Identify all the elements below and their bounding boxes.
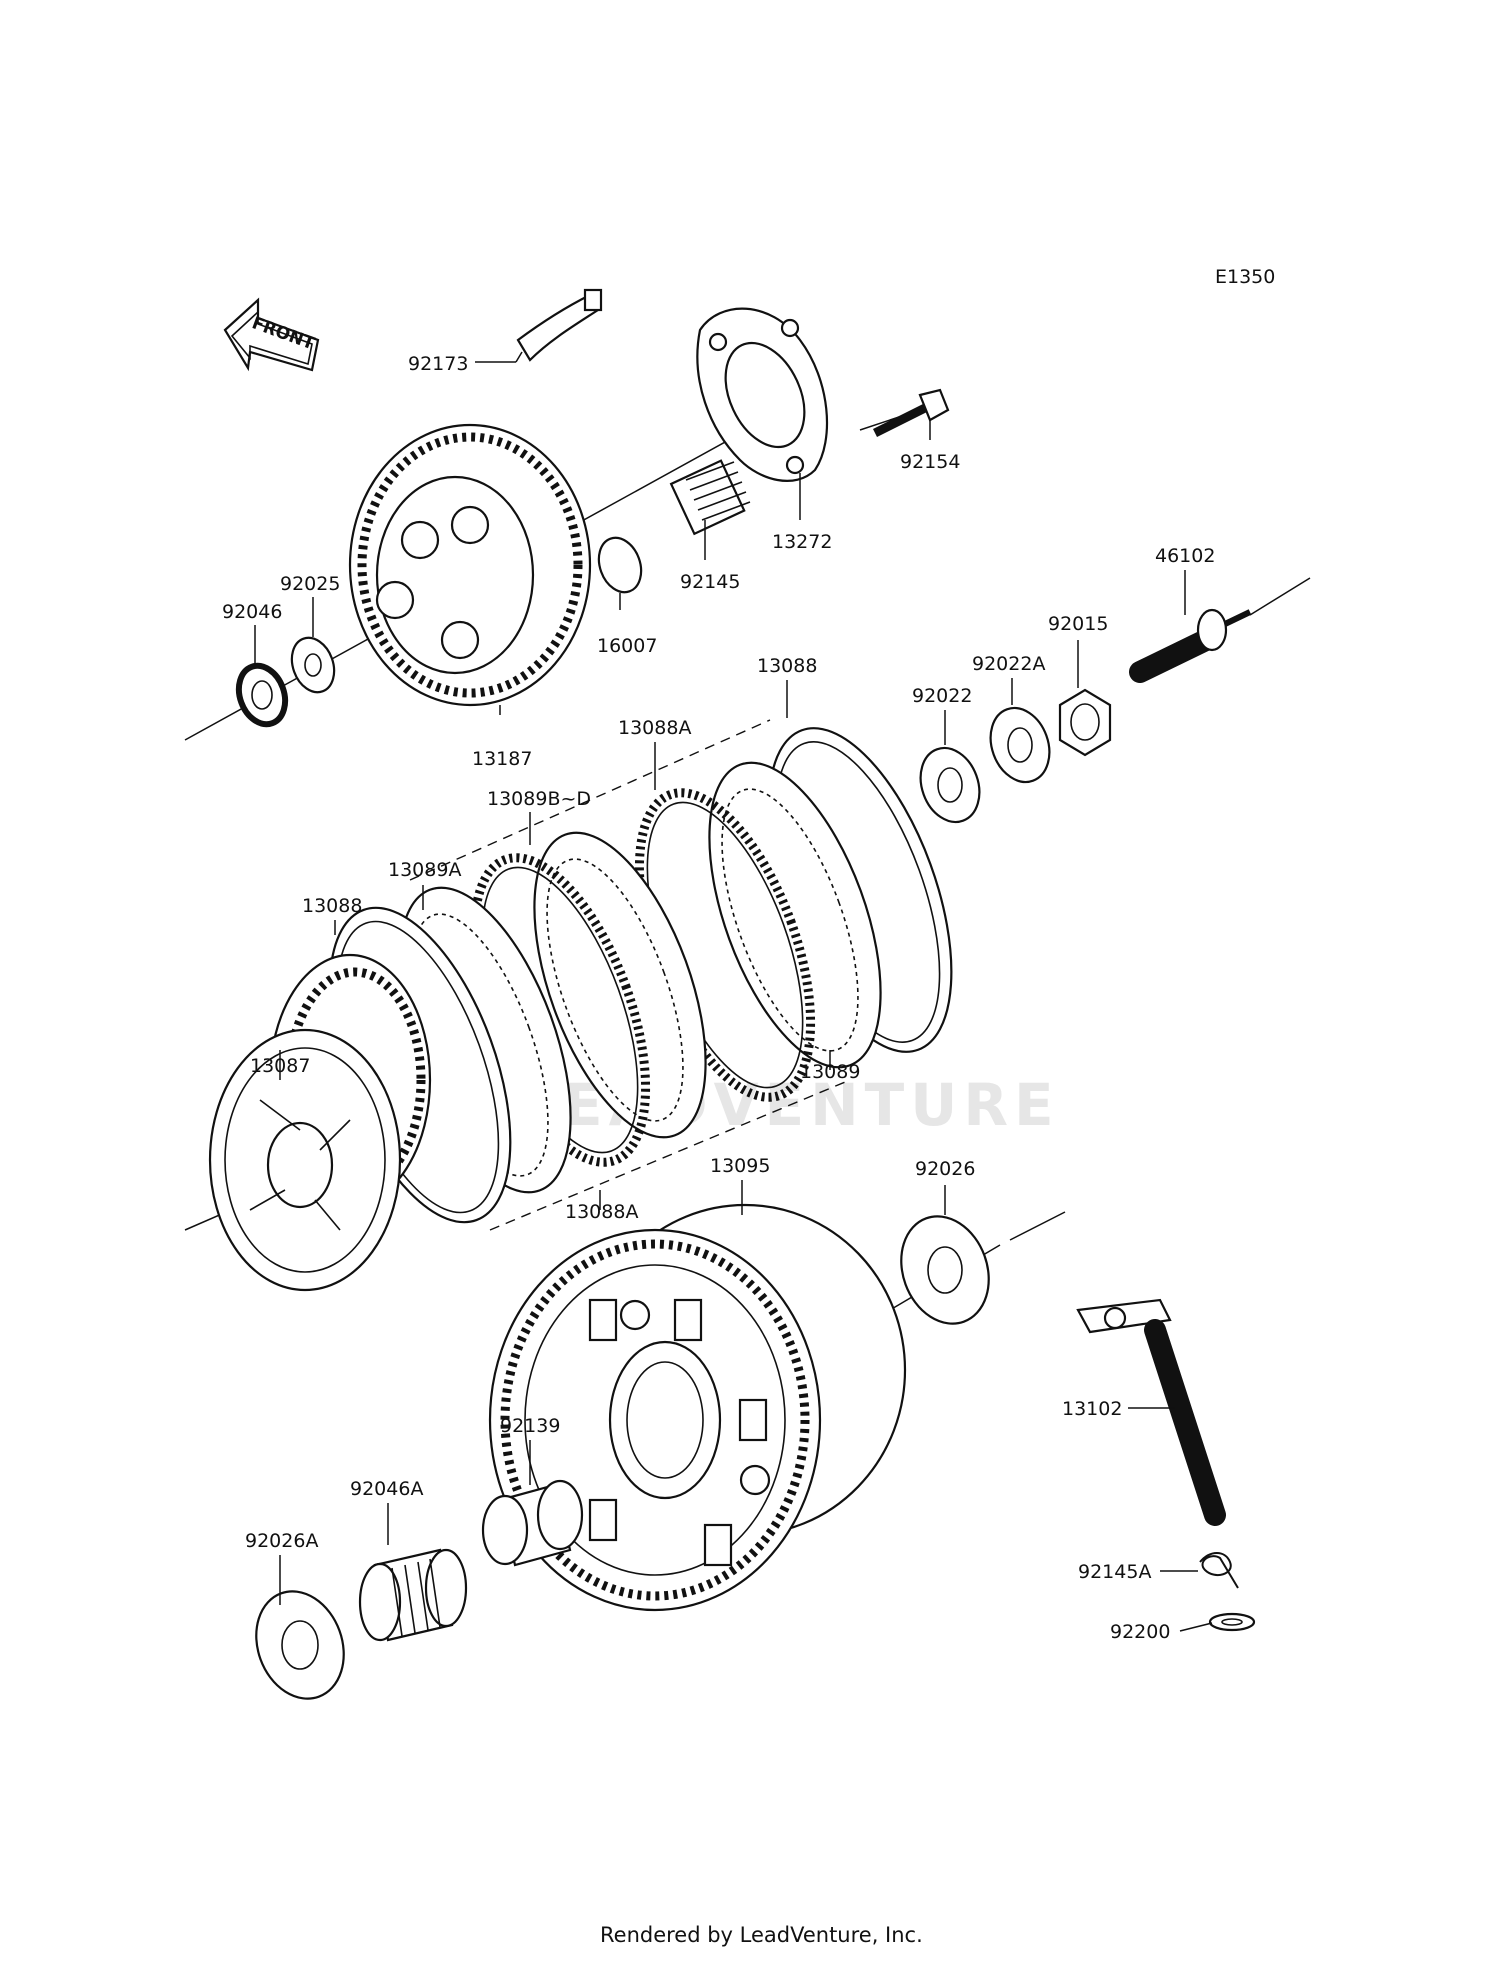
- part-92026: [900, 1215, 990, 1325]
- front-arrow-icon: FRONT: [223, 297, 320, 372]
- label-13187: 13187: [472, 748, 532, 770]
- label-92139: 92139: [500, 1415, 560, 1437]
- label-13089B-D: 13089B~D: [487, 788, 591, 810]
- part-92145A: [1199, 1552, 1239, 1589]
- part-92022: [919, 746, 981, 824]
- label-92173: 92173: [408, 353, 468, 375]
- label-46102: 46102: [1155, 545, 1215, 567]
- part-13087: [208, 953, 432, 1292]
- diagram-code: E1350: [1215, 266, 1275, 288]
- label-92022: 92022: [912, 685, 972, 707]
- part-92154: [872, 388, 950, 438]
- part-13102: [1076, 1298, 1226, 1526]
- label-13088A-upper: 13088A: [618, 717, 691, 739]
- part-92046A: [358, 1548, 468, 1642]
- part-92145: [669, 459, 751, 536]
- label-16007: 16007: [597, 635, 657, 657]
- label-13087: 13087: [250, 1055, 310, 1077]
- label-92200: 92200: [1110, 1621, 1170, 1643]
- footer-credit: Rendered by LeadVenture, Inc.: [600, 1923, 923, 1947]
- label-92026A: 92026A: [245, 1530, 318, 1552]
- label-92026: 92026: [915, 1158, 975, 1180]
- part-16007: [597, 536, 643, 594]
- label-13088-right: 13088: [757, 655, 817, 677]
- part-92173: [516, 288, 603, 362]
- part-92200: [1208, 1612, 1256, 1632]
- label-92015: 92015: [1048, 613, 1108, 635]
- part-13187: [348, 423, 592, 707]
- part-46102: [1129, 608, 1252, 683]
- label-13088-left: 13088: [302, 895, 362, 917]
- part-92025: [290, 636, 336, 694]
- label-92022A: 92022A: [972, 653, 1045, 675]
- label-13095: 13095: [710, 1155, 770, 1177]
- label-92046: 92046: [222, 601, 282, 623]
- part-92046: [235, 662, 289, 728]
- part-labels: 92173 92154 13272 92145 16007 92025 9204…: [222, 353, 1215, 1643]
- label-13089A: 13089A: [388, 859, 461, 881]
- label-13089: 13089: [800, 1061, 860, 1083]
- label-13272: 13272: [772, 531, 832, 553]
- label-92145A: 92145A: [1078, 1561, 1151, 1583]
- label-92046A: 92046A: [350, 1478, 423, 1500]
- part-13272: [696, 307, 829, 482]
- label-92145: 92145: [680, 571, 740, 593]
- label-13102: 13102: [1062, 1398, 1122, 1420]
- part-92026A: [255, 1590, 345, 1700]
- label-13088A-lower: 13088A: [565, 1201, 638, 1223]
- label-92025: 92025: [280, 573, 340, 595]
- part-92022A: [989, 706, 1051, 784]
- part-92015: [1058, 688, 1112, 757]
- part-92139: [481, 1479, 584, 1567]
- label-92154: 92154: [900, 451, 960, 473]
- leader-lines: [254, 351, 1213, 1632]
